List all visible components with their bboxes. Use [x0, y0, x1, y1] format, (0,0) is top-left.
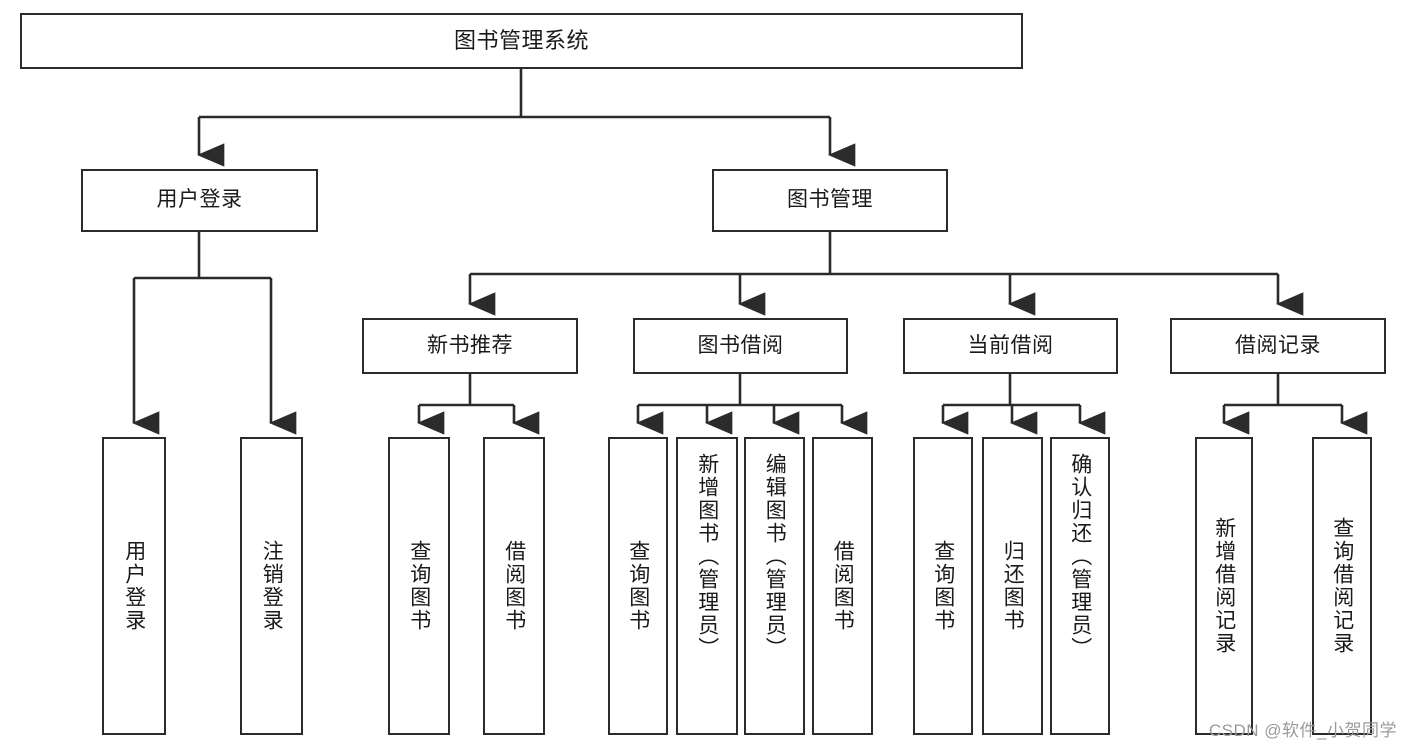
node-label: 借阅记录 — [1235, 333, 1321, 357]
node-leaf-confirm-return[interactable]: 确认归还（管理员） — [1050, 437, 1110, 735]
node-label: 图书借阅 — [697, 333, 784, 357]
node-leaf-query-book-borrow[interactable]: 查询图书 — [608, 437, 668, 735]
node-leaf-query-borrow-record[interactable]: 查询借阅记录 — [1312, 437, 1372, 735]
node-leaf-borrow-book-recommend[interactable]: 借阅图书 — [483, 437, 545, 735]
node-label: 借阅图书 — [502, 540, 526, 632]
node-leaf-add-book[interactable]: 新增图书（管理员） — [676, 437, 738, 735]
node-label: 当前借阅 — [967, 333, 1054, 357]
node-label: 查询借阅记录 — [1330, 517, 1354, 655]
node-label: 新书推荐 — [427, 333, 513, 357]
node-label: 归还图书 — [1001, 540, 1025, 632]
node-user-login[interactable]: 用户登录 — [81, 169, 318, 232]
node-label: 用户登录 — [156, 188, 243, 212]
node-label: 用户登录 — [122, 540, 146, 632]
node-label: 图书管理系统 — [453, 28, 589, 54]
node-label: 注销登录 — [260, 540, 284, 632]
node-current-borrow[interactable]: 当前借阅 — [903, 318, 1118, 374]
node-label: 查询图书 — [931, 540, 955, 632]
node-label: 查询图书 — [407, 540, 431, 632]
node-label: 借阅图书 — [831, 540, 855, 632]
node-label: 新增借阅记录 — [1212, 517, 1236, 655]
node-leaf-borrow-book[interactable]: 借阅图书 — [812, 437, 873, 735]
node-new-book-recommend[interactable]: 新书推荐 — [362, 318, 578, 374]
node-leaf-add-borrow-record[interactable]: 新增借阅记录 — [1195, 437, 1253, 735]
node-leaf-edit-book[interactable]: 编辑图书（管理员） — [744, 437, 805, 735]
node-label: 编辑图书（管理员） — [763, 453, 787, 660]
node-leaf-query-book-current[interactable]: 查询图书 — [913, 437, 973, 735]
watermark-text: CSDN @软件_小贺同学 — [1208, 721, 1397, 740]
node-leaf-return-book[interactable]: 归还图书 — [982, 437, 1043, 735]
node-label: 查询图书 — [626, 540, 650, 632]
node-leaf-logout-login[interactable]: 注销登录 — [240, 437, 303, 735]
node-borrow-record[interactable]: 借阅记录 — [1170, 318, 1386, 374]
node-leaf-query-book-recommend[interactable]: 查询图书 — [388, 437, 450, 735]
node-leaf-user-login[interactable]: 用户登录 — [102, 437, 166, 735]
node-root-system[interactable]: 图书管理系统 — [20, 13, 1023, 69]
node-label: 确认归还（管理员） — [1068, 453, 1092, 660]
node-book-borrow[interactable]: 图书借阅 — [633, 318, 848, 374]
node-label: 图书管理 — [787, 188, 873, 212]
node-label: 新增图书（管理员） — [695, 453, 719, 660]
node-book-management[interactable]: 图书管理 — [712, 169, 948, 232]
